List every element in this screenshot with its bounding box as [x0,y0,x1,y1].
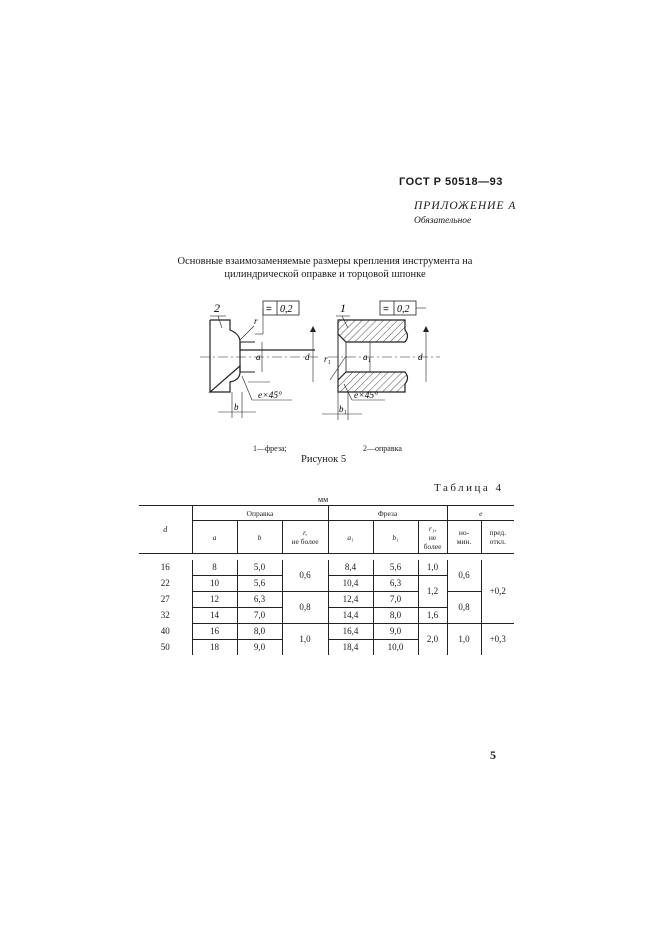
dimensions-table: d Оправка Фреза e a b r,не более a₁ b₁ r… [139,505,515,677]
cell-e-dev: +0,3 [480,623,515,655]
cell-a1: 14,4 [327,607,374,624]
chamfer-right-label: e×45° [354,390,378,401]
legend-item-cutter: 1—фреза; [253,444,287,453]
callout-2: 2 [214,301,220,315]
cell-a1: 8,4 [327,560,374,576]
caption-line-1: Основные взаимозаменяемые размеры крепле… [177,256,473,267]
cell-b1: 9,0 [372,623,419,640]
dim-a-label: a [256,352,261,362]
tol-symbol-left: = [266,304,272,315]
appendix-subtitle: Обязательное [414,216,472,226]
cell-a: 16 [191,623,237,640]
callout-1: 1 [340,301,346,315]
cell-r1: 1,0 [417,560,448,576]
cell-d: 22 [160,578,170,588]
appendix-title: ПРИЛОЖЕНИЕ А [414,200,517,212]
cell-a: 12 [191,591,237,608]
dim-a1-label: a₁ [363,352,371,362]
cutter-view [322,300,440,420]
group-mandrel-header: Оправка [191,505,329,521]
dim-d-left-label: d [305,352,310,362]
cell-b1: 10,0 [372,639,419,655]
col-a1-header: a₁ [327,520,374,554]
cell-b1: 5,6 [372,560,419,576]
cell-b1: 6,3 [372,575,419,592]
chamfer-left-label: e×45° [258,390,282,401]
cell-e-nom: 0,6 [446,560,482,592]
technical-drawing: 2 1 = 0,2 = 0,2 r a d a₁ d r₁ e×45° e×45… [200,300,440,420]
col-e-dev-header: пред.откл. [480,520,515,554]
group-cutter-header: Фреза [327,505,448,521]
cell-e-dev: +0,2 [480,560,515,624]
cell-e-nom: 0,8 [446,591,482,624]
cell-r1: 1,6 [417,607,448,624]
cell-a: 10 [191,575,237,592]
col-b1-header: b₁ [372,520,419,554]
table-row: 16 8 5,0 0,6 8,4 5,6 1,0 0,6 +0,2 [139,560,515,624]
dim-r-label: r [254,316,258,326]
units-label: мм [318,495,329,504]
dim-d-right-label: d [418,352,423,362]
cell-r1: 1,2 [417,575,448,608]
cell-b: 7,0 [236,607,282,624]
legend-item-mandrel: 2—оправка [363,444,402,453]
table-row: 32 14 7,0 14,4 8,0 1,6 [139,607,514,624]
col-d-header: d [139,505,192,554]
col-a-header: a [191,520,237,554]
cell-d: 32 [160,610,170,620]
cell-a: 8 [191,560,237,576]
dim-r1-label: r₁ [324,354,331,364]
col-e-nom-header: но-мин. [446,520,482,554]
dim-b-label: b [234,402,239,412]
cell-a1: 16,4 [327,623,374,640]
cell-d: 40 [160,626,170,636]
cell-r: 0,6 [281,560,329,592]
cell-b: 9,0 [236,639,282,655]
cell-r: 0,8 [281,591,329,624]
col-r-header: r,не более [281,520,329,554]
tolerance-left: 0,2 [280,304,293,315]
cell-a: 18 [191,639,237,655]
cell-r1: 2,0 [417,623,448,655]
group-e-header: e [446,505,515,521]
page-number: 5 [490,748,496,762]
cell-d: 50 [160,641,170,652]
mandrel-view [200,300,320,418]
cell-b1: 7,0 [372,591,419,608]
cell-b: 6,3 [236,591,282,608]
cell-a1: 12,4 [327,591,374,608]
cell-r: 1,0 [281,623,329,655]
cell-d: 16 [160,562,170,573]
table-row: 50 18 9,0 18,4 10,0 [139,639,514,655]
cell-b1: 8,0 [372,607,419,624]
cell-b: 5,0 [236,560,282,576]
table-header-row-1: d Оправка Фреза e [139,505,515,554]
cell-b: 8,0 [236,623,282,640]
figure-label: Рисунок 5 [301,454,347,465]
table-row: 22 10 5,6 10,4 6,3 1,2 [139,575,514,608]
dim-b1-label: b₁ [339,404,347,414]
cell-a1: 18,4 [327,639,374,655]
cell-a1: 10,4 [327,575,374,592]
tol-symbol-right: = [383,304,389,315]
table-row: 40 16 8,0 1,0 16,4 9,0 2,0 1,0 +0,3 [139,623,515,655]
tolerance-right: 0,2 [397,304,410,315]
table-row: 27 12 6,3 0,8 12,4 7,0 0,8 [139,591,514,624]
standard-number: ГОСТ Р 50518—93 [399,176,503,188]
cell-a: 14 [191,607,237,624]
caption-line-2: цилиндрической оправке и торцовой шпонке [224,269,426,280]
col-b-header: b [236,520,282,554]
cell-e-nom: 1,0 [446,623,482,655]
cell-b: 5,6 [236,575,282,592]
cell-d: 27 [160,594,170,604]
table-label: Таблица 4 [434,482,504,494]
figure-caption: Основные взаимозаменяемые размеры крепле… [160,255,490,281]
